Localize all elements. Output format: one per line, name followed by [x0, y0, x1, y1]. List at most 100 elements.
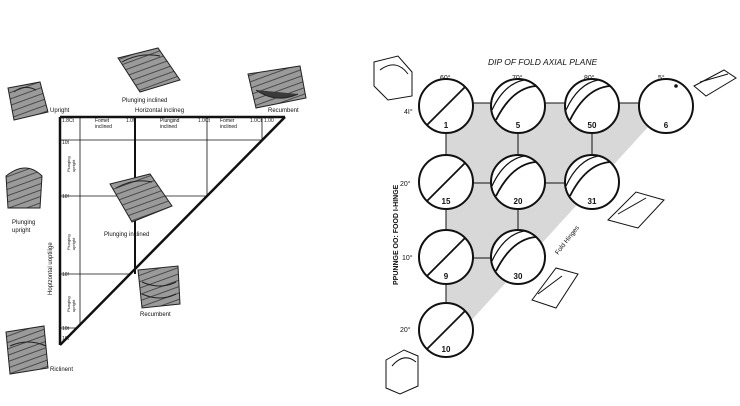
stereonet-circle: 50 [564, 78, 620, 134]
stereonet-number: 15 [442, 197, 451, 206]
plunge-label: 4I° [404, 108, 413, 116]
plunge-label: 20° [400, 180, 411, 188]
fold-sketch-plunging-inclined-mid [109, 173, 173, 223]
left-top-scale-label-line: inclined [160, 124, 177, 130]
stereonet-number: 10 [442, 345, 451, 354]
label-recumbent-low: Recumbent [140, 312, 171, 318]
label-vertical-axis: Hoptzontal uoptiiige [48, 242, 54, 295]
fold-sketch-reclinent [5, 325, 49, 375]
left-top-scale-label-line: 1.00 [264, 118, 274, 124]
label-plunging-upright-line2: upright [12, 228, 31, 234]
hinge-point [674, 84, 678, 88]
stereonet-circle-outline [638, 78, 694, 134]
left-top-scale-label: 1.00 [264, 118, 274, 124]
stereonet-circle: 6 [638, 78, 694, 134]
stereonet-circle-outline [564, 78, 620, 134]
stereonet-circle-outline [490, 229, 546, 285]
left-side-small-label-line: Plunging [66, 234, 71, 250]
label-plunging-upright-line1: Plunging [12, 220, 35, 226]
axial-plane-arc-outer [565, 155, 599, 187]
dip-label: 5° [658, 74, 665, 82]
axial-plane-arc [495, 161, 537, 197]
right-vertical-label: PPUNNGE OO: FOOD I-HINGE [393, 184, 400, 285]
fold-sketch-plunging-upright [5, 167, 43, 209]
label-upright: Upright [50, 108, 70, 114]
stereonet-number: 30 [514, 272, 523, 281]
left-triangle-frame [58, 115, 286, 346]
axial-plane-arc-outer [491, 155, 525, 187]
left-side-small-label-line: Plunging [66, 296, 71, 312]
left-top-scale-label: 1.0! [126, 118, 134, 124]
plunge-label: 20° [400, 326, 411, 334]
dip-label: 70° [512, 74, 523, 82]
left-left-scale: 10t 10! 10! 10t 10t [62, 140, 70, 342]
label-plunging-upright: Plunging upright [12, 220, 37, 234]
left-top-scale-label-line: 1.0Ct [250, 118, 263, 124]
left-top-scale-label-line: Plungind [160, 118, 180, 124]
left-top-scale-label-line: 1.8Ct [62, 118, 75, 124]
left-diagram: Upright Plunging inclined Horizontal inc… [5, 47, 307, 375]
left-side-small: PlunginguprightPlunginguprightPlungingup… [66, 156, 76, 312]
left-side-small-label: Plungingupright [66, 296, 76, 312]
label-recumbent-top: Recumbent [268, 108, 299, 114]
stereonet-circle-outline [564, 154, 620, 210]
left-top-scale-label-line: 1.0Ct [198, 118, 211, 124]
fold-block-sketch-top-right [693, 69, 737, 97]
axial-plane-arc-outer [491, 230, 525, 262]
fold-block-sketch-mid-right [607, 191, 665, 229]
axial-plane-line [426, 310, 466, 350]
left-top-scale-label-line: 1.0! [126, 118, 134, 124]
fold-sketch-recumbent-top [247, 65, 307, 109]
left-side-small-label: Plungingupright [66, 156, 76, 172]
stereonet-circle: 10 [418, 302, 474, 358]
stereonet-circle: 20 [490, 154, 546, 210]
stereonet-number: 50 [588, 121, 597, 130]
stereonet-number: 20 [514, 197, 523, 206]
left-left-scale-label: 10! [62, 194, 69, 200]
stereonet-number: 31 [588, 197, 597, 206]
stereonet-circle-outline [490, 78, 546, 134]
stereonet-circle: 15 [418, 154, 474, 210]
left-side-small-label-line: upright [71, 237, 76, 250]
stereonet-circle: 9 [418, 229, 474, 285]
label-plunging-inclined-top: Plunging inclined [122, 98, 167, 104]
stereonet-number: 9 [444, 272, 449, 281]
left-left-scale-label: 10! [62, 272, 69, 278]
axial-plane-arc [495, 85, 537, 121]
left-top-scale-label-line: inclined [95, 124, 112, 130]
left-top-scale-label-line: Fomer [220, 118, 235, 124]
left-left-scale-label: 10t [62, 140, 70, 146]
left-top-scale-label: 1.0Ct [198, 118, 211, 124]
axial-plane-line [426, 86, 466, 126]
fold-sketch-upright [7, 81, 49, 121]
left-top-scale-label: 1.0Ct [250, 118, 263, 124]
left-left-scale-label: 10t [62, 326, 70, 332]
fold-sketch-recumbent-low [137, 265, 181, 309]
left-side-small-label-line: Plunging [66, 156, 71, 172]
left-left-scale-label: 10t [62, 336, 70, 342]
dip-label: 60° [440, 74, 451, 82]
label-plunging-inclined-mid: Plunging inclined [104, 232, 149, 238]
stereonet-number: 1 [444, 121, 449, 130]
stereonet-circle-outline [490, 154, 546, 210]
axial-plane-arc [569, 85, 611, 121]
stereonet-circle: 1 [418, 78, 474, 134]
axial-plane-arc-outer [491, 79, 525, 111]
left-top-scale-label-line: Fomet [95, 118, 110, 124]
right-diagram: DIP OF FOLD AXIAL PLANE 60° 70° 80° 5° 4I° 2… [373, 55, 737, 395]
label-fold-hinges: Fold Hinges [554, 224, 581, 256]
axial-plane-line [426, 162, 466, 202]
right-plunge-labels: 4I°20°10°20° [400, 108, 413, 334]
dip-label: 80° [584, 74, 595, 82]
axial-plane-arc [495, 236, 537, 272]
left-top-scale-label: 1.8Ct [62, 118, 75, 124]
stereonet-number: 6 [664, 121, 669, 130]
right-dip-labels: 60° 70° 80° 5° [440, 74, 665, 82]
right-title: DIP OF FOLD AXIAL PLANE [488, 57, 597, 67]
label-reclinent: Riclinent [50, 367, 73, 373]
